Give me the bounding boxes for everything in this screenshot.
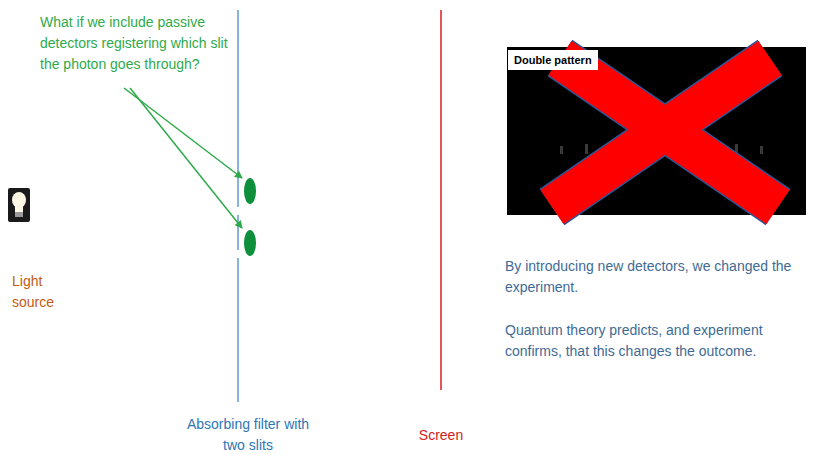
light-bulb-icon	[8, 188, 30, 222]
image-title: Double pattern	[508, 50, 598, 70]
screen-line	[440, 10, 442, 390]
source-label: Light source	[12, 271, 72, 313]
detector	[244, 178, 256, 204]
filter-line	[237, 10, 239, 402]
screen-label: Screen	[401, 425, 481, 446]
leader-arrow	[130, 88, 242, 228]
pattern-image	[507, 47, 806, 215]
question-note: What if we include passive detectors reg…	[40, 12, 250, 75]
explanation-note: By introducing new detectors, we changed…	[505, 256, 807, 298]
detector	[244, 230, 256, 256]
filter-label: Absorbing filter with two slits	[178, 414, 318, 456]
cross-mark	[552, 58, 778, 207]
explanation-note: Quantum theory predicts, and experiment …	[505, 320, 807, 362]
